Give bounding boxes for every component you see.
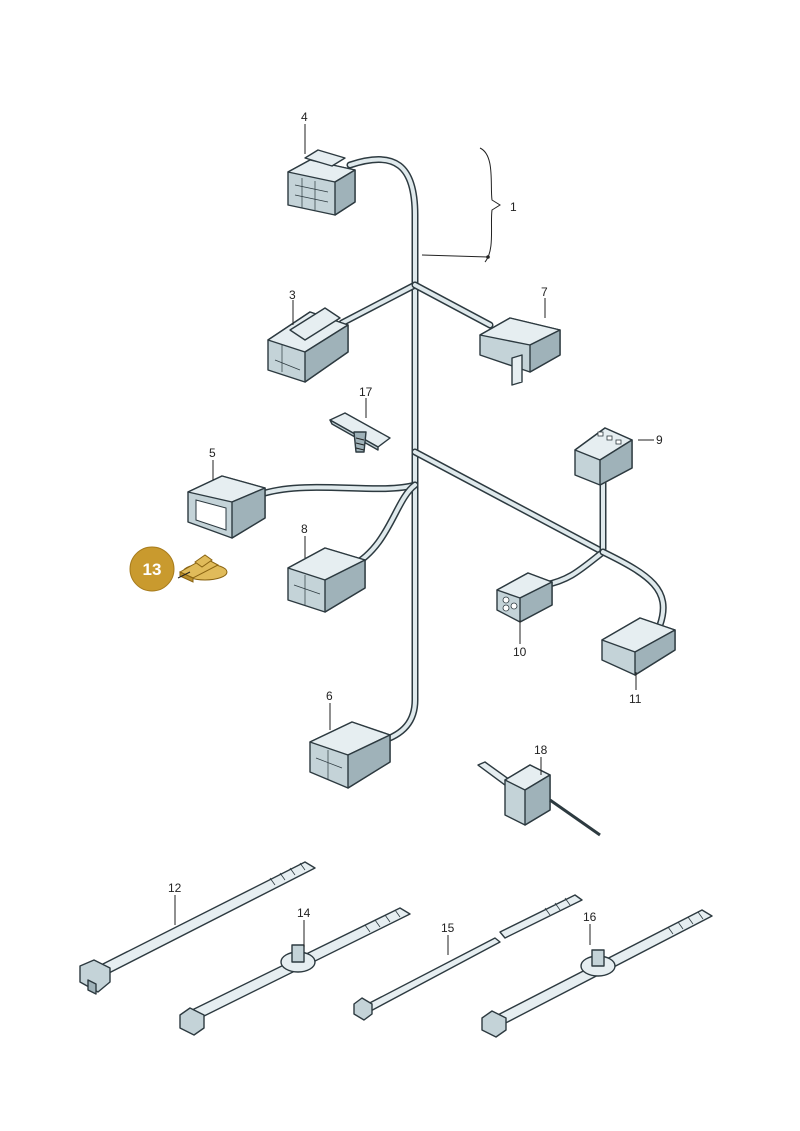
holder-18[interactable] — [477, 761, 601, 837]
part-13-highlighted[interactable] — [178, 554, 228, 583]
callout-3: 3 — [289, 288, 296, 302]
connector-10[interactable] — [496, 572, 553, 623]
connector-11[interactable] — [601, 617, 676, 676]
callout-8: 8 — [301, 522, 308, 536]
harness-wires — [261, 155, 667, 746]
leader-lines — [174, 124, 654, 955]
callout-1: 1 — [510, 200, 517, 214]
connector-6[interactable] — [309, 721, 391, 789]
clip-17[interactable] — [329, 412, 391, 453]
connector-9[interactable] — [574, 427, 633, 486]
cable-tie-16[interactable] — [481, 909, 713, 1038]
callout-4: 4 — [301, 110, 308, 124]
callout-17: 17 — [359, 385, 373, 399]
connector-8[interactable] — [287, 547, 366, 613]
callout-11: 11 — [629, 692, 642, 706]
part-13-badge-label: 13 — [143, 560, 162, 579]
brace-1 — [421, 147, 501, 263]
cable-tie-15[interactable] — [353, 894, 583, 1021]
part-13-badge[interactable]: 13 — [129, 546, 175, 592]
connector-3[interactable] — [267, 307, 349, 383]
callout-5: 5 — [209, 446, 216, 460]
callout-10: 10 — [513, 645, 527, 659]
connector-7[interactable] — [479, 317, 561, 386]
callout-7: 7 — [541, 285, 548, 299]
callout-18: 18 — [534, 743, 548, 757]
connector-5[interactable] — [187, 475, 266, 539]
callout-16: 16 — [583, 910, 597, 924]
cable-tie-14[interactable] — [179, 907, 411, 1036]
cable-tie-12[interactable] — [79, 861, 316, 995]
connector-4[interactable] — [287, 149, 356, 216]
callout-14: 14 — [297, 906, 311, 920]
callout-6: 6 — [326, 689, 333, 703]
callout-9: 9 — [656, 433, 663, 447]
callout-12: 12 — [168, 881, 182, 895]
callout-15: 15 — [441, 921, 455, 935]
